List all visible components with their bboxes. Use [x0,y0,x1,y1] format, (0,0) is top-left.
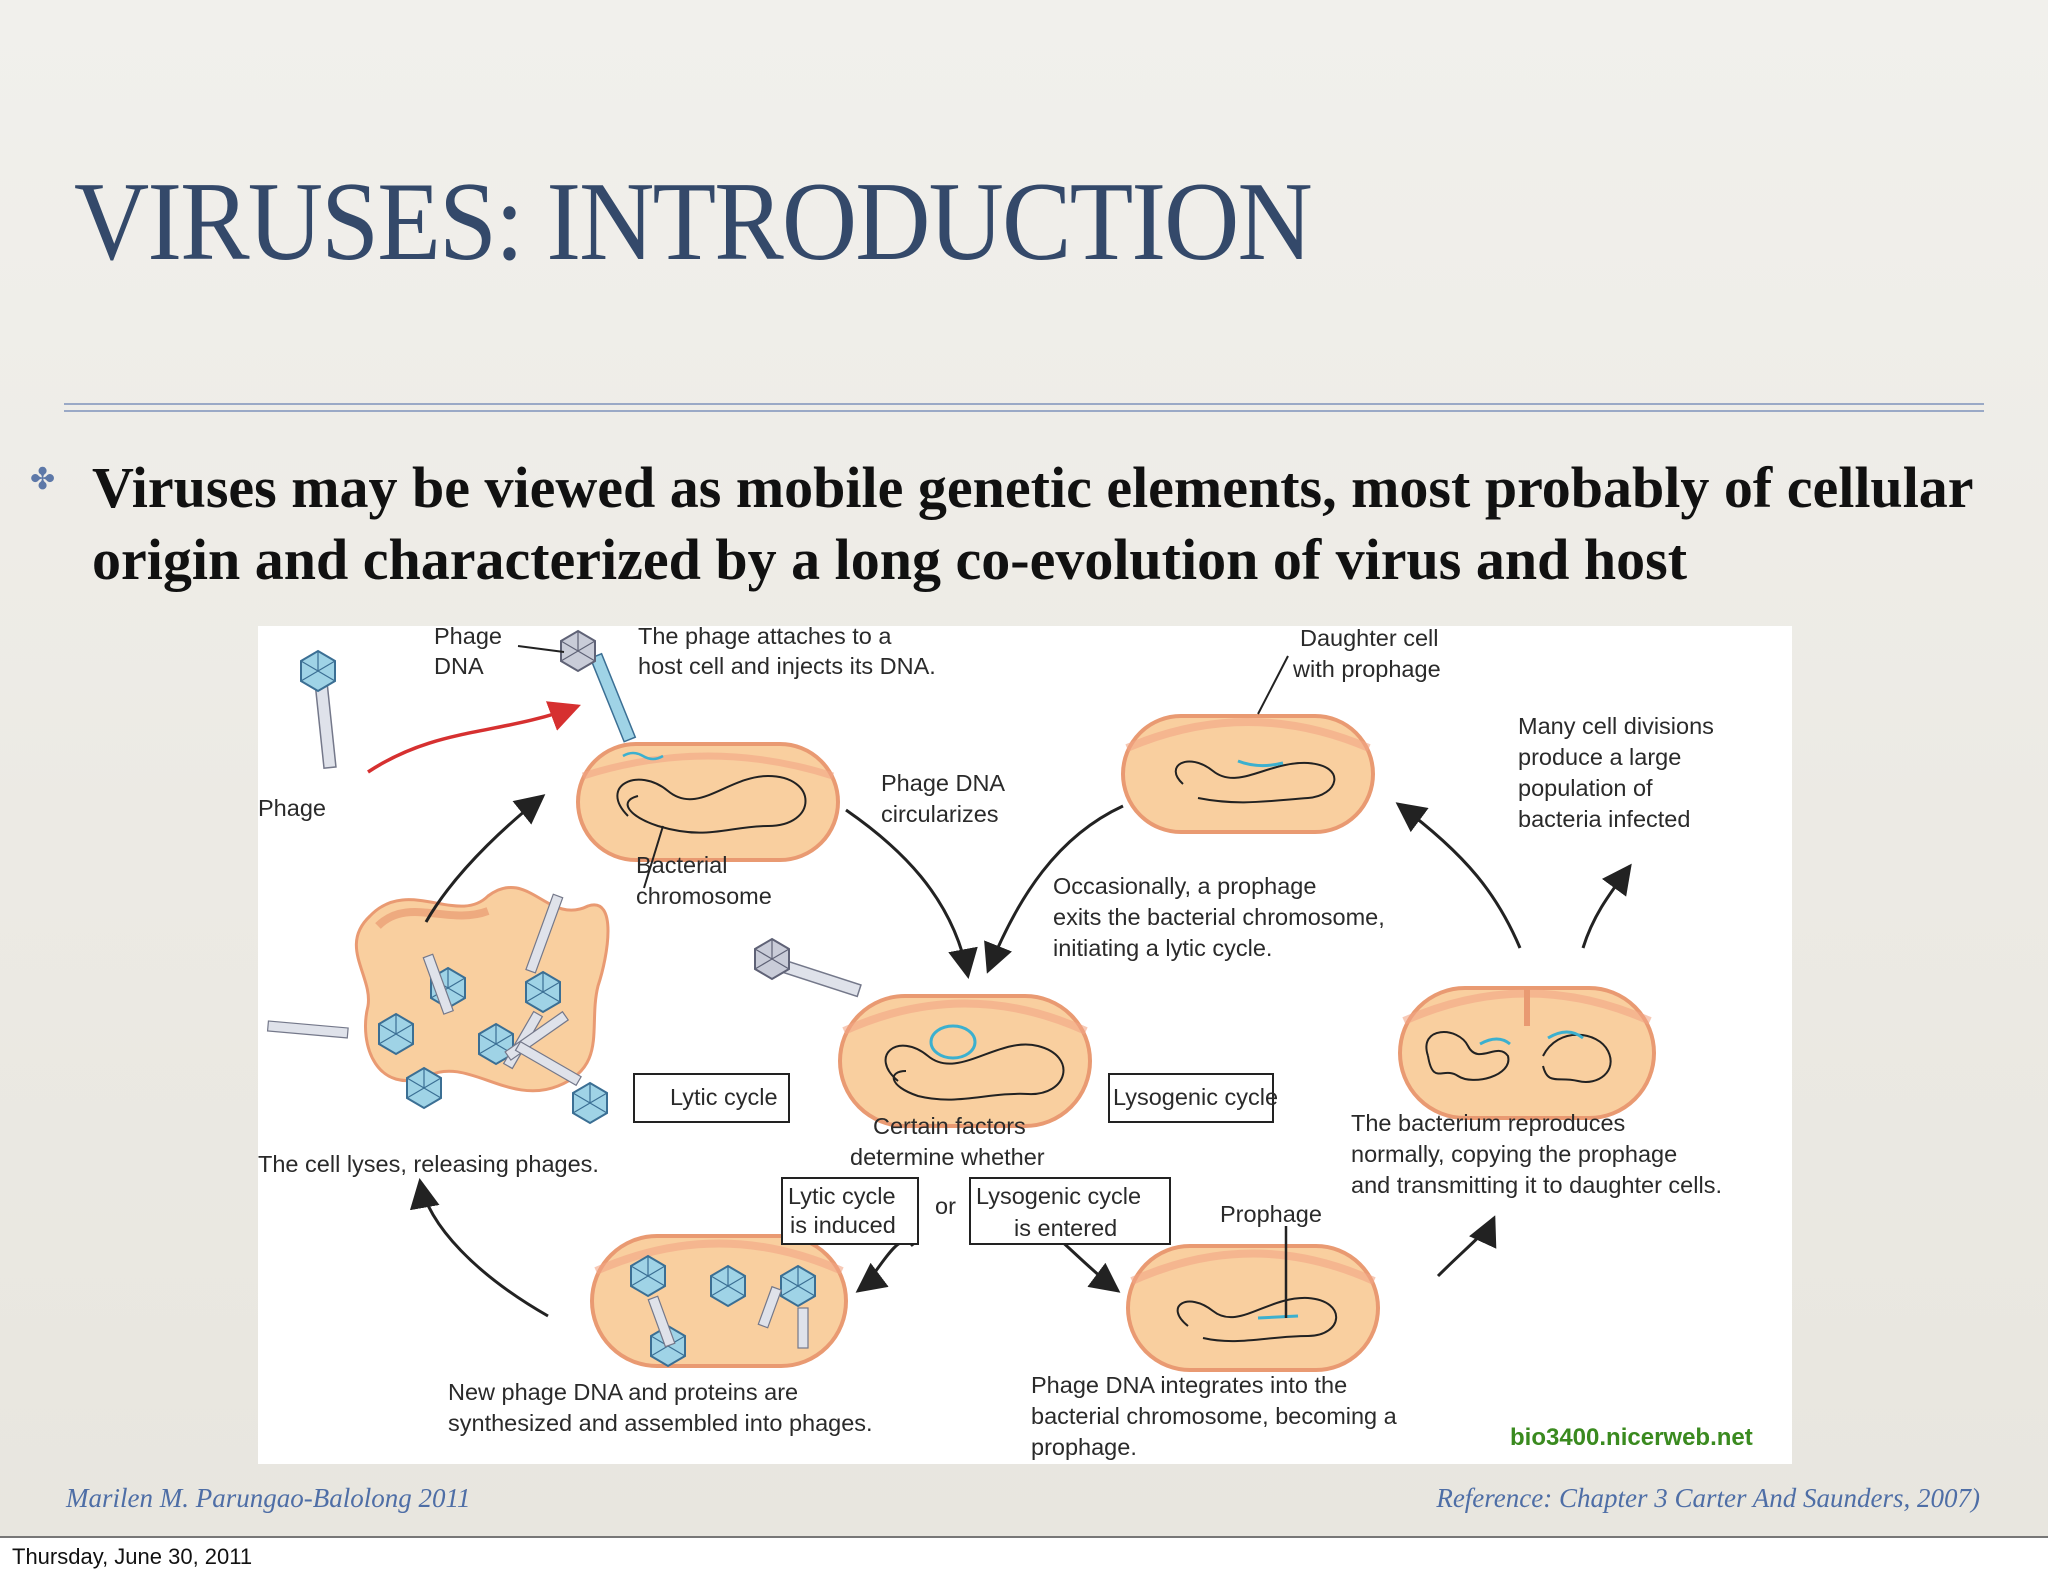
label-reproduces-2: normally, copying the prophage [1351,1141,1677,1167]
infected-cell [576,742,840,862]
label-many-3: population of [1518,775,1653,801]
arrow-integrate-to-divide [1436,1215,1497,1278]
label-occasionally-1: Occasionally, a prophage [1053,873,1316,899]
attached-phage-icon [560,630,637,743]
label-chromosome-1: Bacterial [636,852,727,878]
arrow-lyse-to-attach [424,794,546,923]
arrow-lytic-induced [855,1239,915,1293]
lytic-lysogenic-diagram: Phage DNA The phage attaches to a host c… [258,626,1792,1464]
title-rule-bottom [64,410,1984,412]
label-lysogenic-entered-2: is entered [1014,1215,1117,1241]
prophage-cell [1126,1226,1380,1372]
label-or: or [935,1193,956,1219]
label-many-4: bacteria infected [1518,806,1690,832]
label-new-phage-2: synthesized and assembled into phages. [448,1410,873,1436]
dividing-cell [1398,986,1656,1120]
lysogenic-entered-box [969,1177,1171,1245]
label-circularizes-1: Phage DNA [881,770,1005,796]
daughter-cell [1121,655,1375,834]
label-integrates-3: prophage. [1031,1434,1137,1460]
label-cell-lyses: The cell lyses, releasing phages. [258,1151,599,1177]
slide-title: VIRUSES: INTRODUCTION [74,160,1313,284]
label-attach-2: host cell and injects its DNA. [638,653,936,679]
label-daughter-1: Daughter cell [1300,626,1438,651]
phage-dna-pointer [517,645,565,653]
arrow-divide-to-daughter [1395,802,1522,949]
center-cell [838,994,1092,1128]
label-lysogenic-entered-1: Lysogenic cycle [976,1183,1141,1209]
label-reproduces-1: The bacterium reproduces [1351,1110,1625,1136]
bullet-text: Viruses may be viewed as mobile genetic … [92,455,1973,592]
arrow-lysogenic-entered [1056,1236,1121,1293]
label-daughter-2: with prophage [1292,656,1441,682]
label-many-2: produce a large [1518,744,1681,770]
chromosome-pointer [643,825,664,889]
label-chromosome-2: chromosome [636,883,772,909]
label-lytic-induced-1: Lytic cycle [788,1183,896,1209]
label-lytic-cycle: Lytic cycle [670,1084,778,1110]
label-attach-1: The phage attaches to a [638,626,892,649]
lysed-cell [266,886,610,1124]
slide: VIRUSES: INTRODUCTION ✤ Viruses may be v… [0,0,2048,1536]
lytic-cycle-box [633,1073,790,1123]
print-date: Thursday, June 30, 2011 [12,1544,253,1569]
label-phage-dna-2: DNA [434,653,484,679]
label-phage: Phage [258,795,326,821]
lytic-cell [590,1234,848,1368]
label-certain-1: Certain factors [873,1113,1026,1139]
free-phage-grey-icon [754,938,862,998]
footer-reference: Reference: Chapter 3 Carter And Saunders… [1436,1483,1980,1513]
arrow-many-divisions [1581,863,1632,949]
label-new-phage-1: New phage DNA and proteins are [448,1379,798,1405]
label-circularizes-2: circularizes [881,801,999,827]
inject-arrow [367,701,581,774]
label-lytic-induced-2: is induced [790,1212,896,1238]
title-rule-top [64,403,1984,405]
label-prophage: Prophage [1220,1201,1322,1227]
lytic-induced-box [781,1177,919,1245]
free-phage-icon [300,650,337,769]
arrow-circularize [845,808,978,979]
label-lysogenic-cycle: Lysogenic cycle [1113,1084,1278,1110]
label-certain-2: determine whether [850,1144,1045,1170]
slide-bottom-edge [0,1536,2048,1538]
diagram-svg: Phage DNA The phage attaches to a host c… [258,626,1753,1460]
arrow-assemble-to-lyse [409,1178,549,1318]
label-reproduces-3: and transmitting it to daughter cells. [1351,1172,1722,1198]
label-many-1: Many cell divisions [1518,713,1714,739]
lysogenic-cycle-box [1108,1073,1274,1123]
bullet-icon: ✤ [30,462,56,497]
label-integrates-1: Phage DNA integrates into the [1031,1372,1347,1398]
diagram-credit: bio3400.nicerweb.net [1510,1424,1753,1451]
footer-author: Marilen M. Parungao-Balolong 2011 [66,1483,471,1513]
label-phage-dna-1: Phage [434,626,502,649]
label-occasionally-3: initiating a lytic cycle. [1053,935,1272,961]
label-occasionally-2: exits the bacterial chromosome, [1053,904,1385,930]
label-integrates-2: bacterial chromosome, becoming a [1031,1403,1398,1429]
arrow-exit-prophage [984,804,1124,974]
